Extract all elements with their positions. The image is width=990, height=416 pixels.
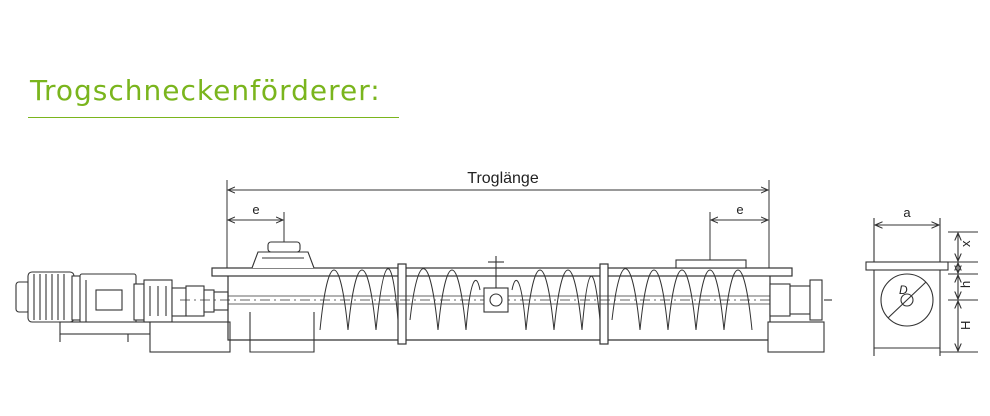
dimension-e-right bbox=[709, 212, 768, 262]
cross-section-view bbox=[865, 218, 978, 356]
label-a: a bbox=[903, 205, 911, 220]
dimension-trough-length bbox=[226, 180, 770, 270]
label-x: x bbox=[958, 240, 973, 247]
label-D: D bbox=[899, 283, 908, 297]
drive-motor bbox=[15, 271, 231, 353]
e-right-label: e bbox=[736, 202, 743, 217]
discharge-outlet bbox=[249, 312, 315, 353]
trough-length-label: Troglänge bbox=[467, 170, 539, 187]
page-title: Trogschneckenförderer: bbox=[30, 74, 381, 107]
label-H: H bbox=[958, 321, 973, 330]
e-left-label: e bbox=[252, 202, 259, 217]
end-bearing-right bbox=[767, 279, 832, 353]
hanger-bearing bbox=[483, 256, 509, 313]
label-h: h bbox=[958, 281, 973, 288]
inlet-port bbox=[251, 241, 315, 269]
dimension-e-left bbox=[228, 212, 285, 245]
title-underline bbox=[28, 117, 399, 118]
screw-flights bbox=[319, 268, 753, 331]
outlet-flange-top bbox=[675, 259, 747, 269]
trough-body bbox=[180, 263, 800, 345]
